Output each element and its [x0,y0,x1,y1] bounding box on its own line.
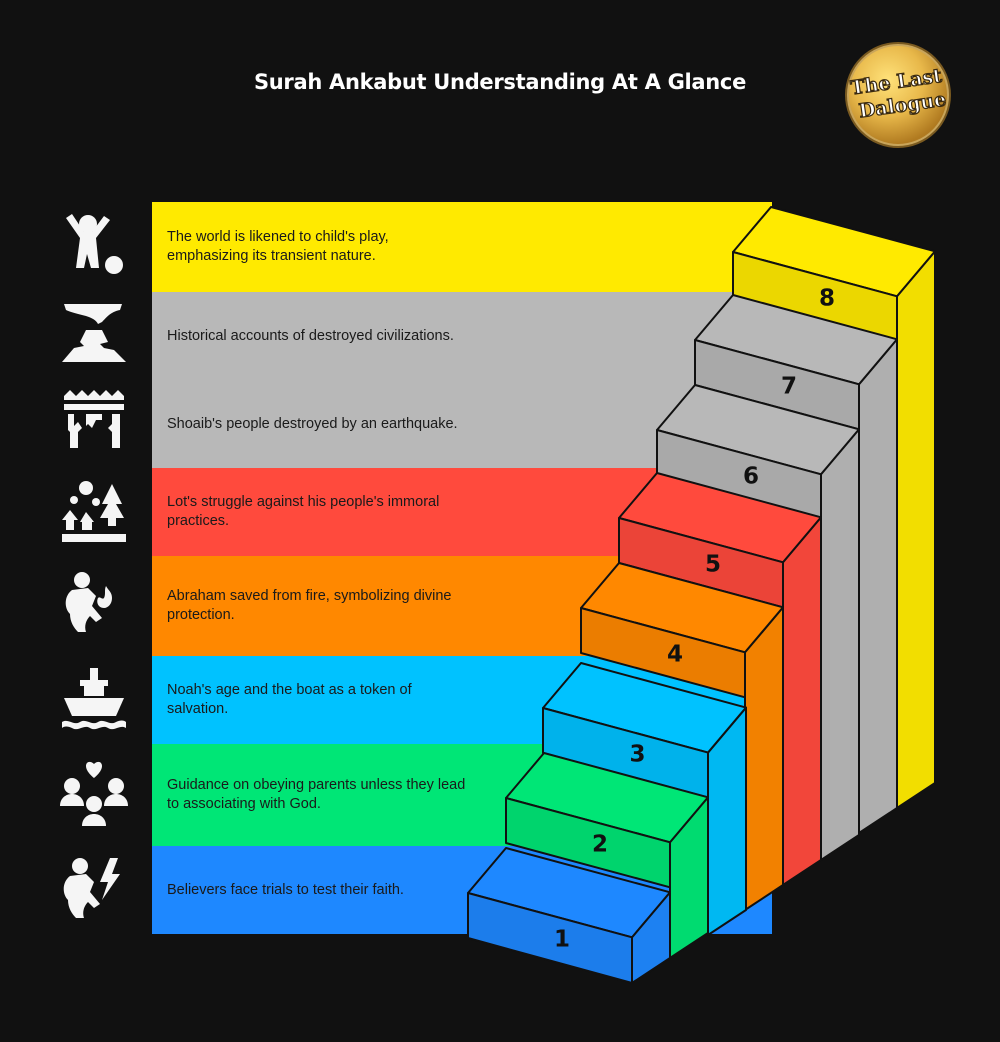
row-label: Abraham saved from fire, symbolizing div… [167,588,452,623]
band-row-8: The world is likened to child's play, em… [152,202,772,292]
village-icon [62,481,126,542]
step-1-front [467,892,633,984]
page-title: Surah Ankabut Understanding At A Glance [253,70,747,94]
band-row-7: Historical accounts of destroyed civiliz… [152,292,772,380]
lightning-figure-icon [63,858,120,918]
child-playing-icon [66,214,123,274]
row-label: Lot's struggle against his people's immo… [167,494,440,529]
family-icon [60,761,128,826]
row-label: Believers face trials to test their fait… [167,881,404,898]
step-number-1: 1 [554,926,570,952]
row-label: Guidance on obeying parents unless they … [167,777,466,812]
step-8-side [896,250,936,809]
row-label: Shoaib's people destroyed by an earthqua… [167,415,458,432]
logo: The Last Dalogue [845,42,951,148]
volcano-icon [62,304,126,362]
row-label: Historical accounts of destroyed civiliz… [167,327,454,344]
step-number-6: 6 [743,463,759,489]
step-number-4: 4 [667,641,683,667]
boat-icon [62,668,126,730]
step-4-side [744,606,784,911]
row-label: The world is likened to child's play, em… [167,229,389,264]
earthquake-icon [64,390,124,448]
step-2-front [505,797,671,889]
row-label: Noah's age and the boat as a token of sa… [167,682,412,717]
step-6-side [820,428,860,861]
fire-figure-icon [65,572,112,632]
step-5-side [782,516,822,886]
step-number-3: 3 [629,741,645,767]
step-number-5: 5 [705,551,721,577]
step-4-front [580,607,746,699]
step-number-7: 7 [781,373,797,399]
step-number-8: 8 [819,285,835,311]
step-7-side [858,338,898,834]
step-number-2: 2 [592,831,608,857]
